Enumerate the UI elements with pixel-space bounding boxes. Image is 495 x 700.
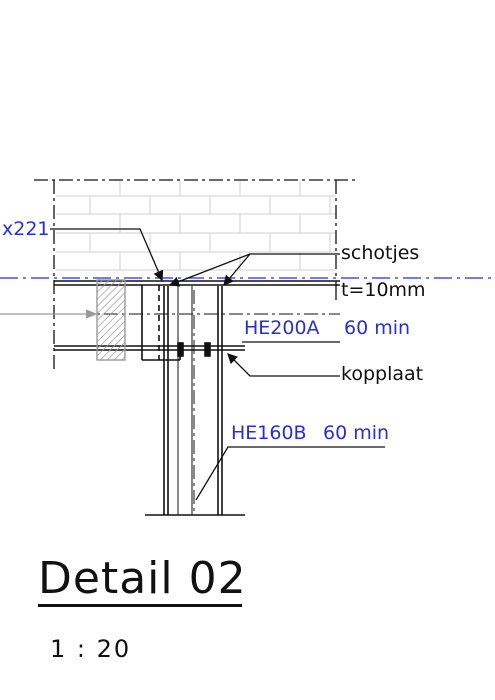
title-underline — [38, 604, 242, 607]
leaders — [50, 228, 385, 501]
column-label: HE160B — [231, 422, 307, 444]
shims-label: schotjes — [341, 242, 420, 264]
column-he160b — [145, 286, 245, 516]
thickness-label: t=10mm — [341, 279, 426, 301]
section-arrow — [0, 309, 98, 319]
beam-top-fire-label: 60 min — [344, 317, 411, 339]
beam-ref-label: x221 — [2, 218, 50, 240]
wall-outline — [34, 179, 356, 372]
plate-label: kopplaat — [341, 363, 424, 385]
detail-title: Detail 02 — [38, 553, 247, 604]
end-plate — [141, 285, 211, 361]
detail-scale: 1 : 20 — [50, 635, 132, 663]
column-fire-label: 60 min — [323, 422, 390, 444]
masonry-wall — [56, 180, 336, 271]
beam-top-label: HE200A — [244, 317, 320, 339]
bearing-pad — [96, 279, 126, 361]
